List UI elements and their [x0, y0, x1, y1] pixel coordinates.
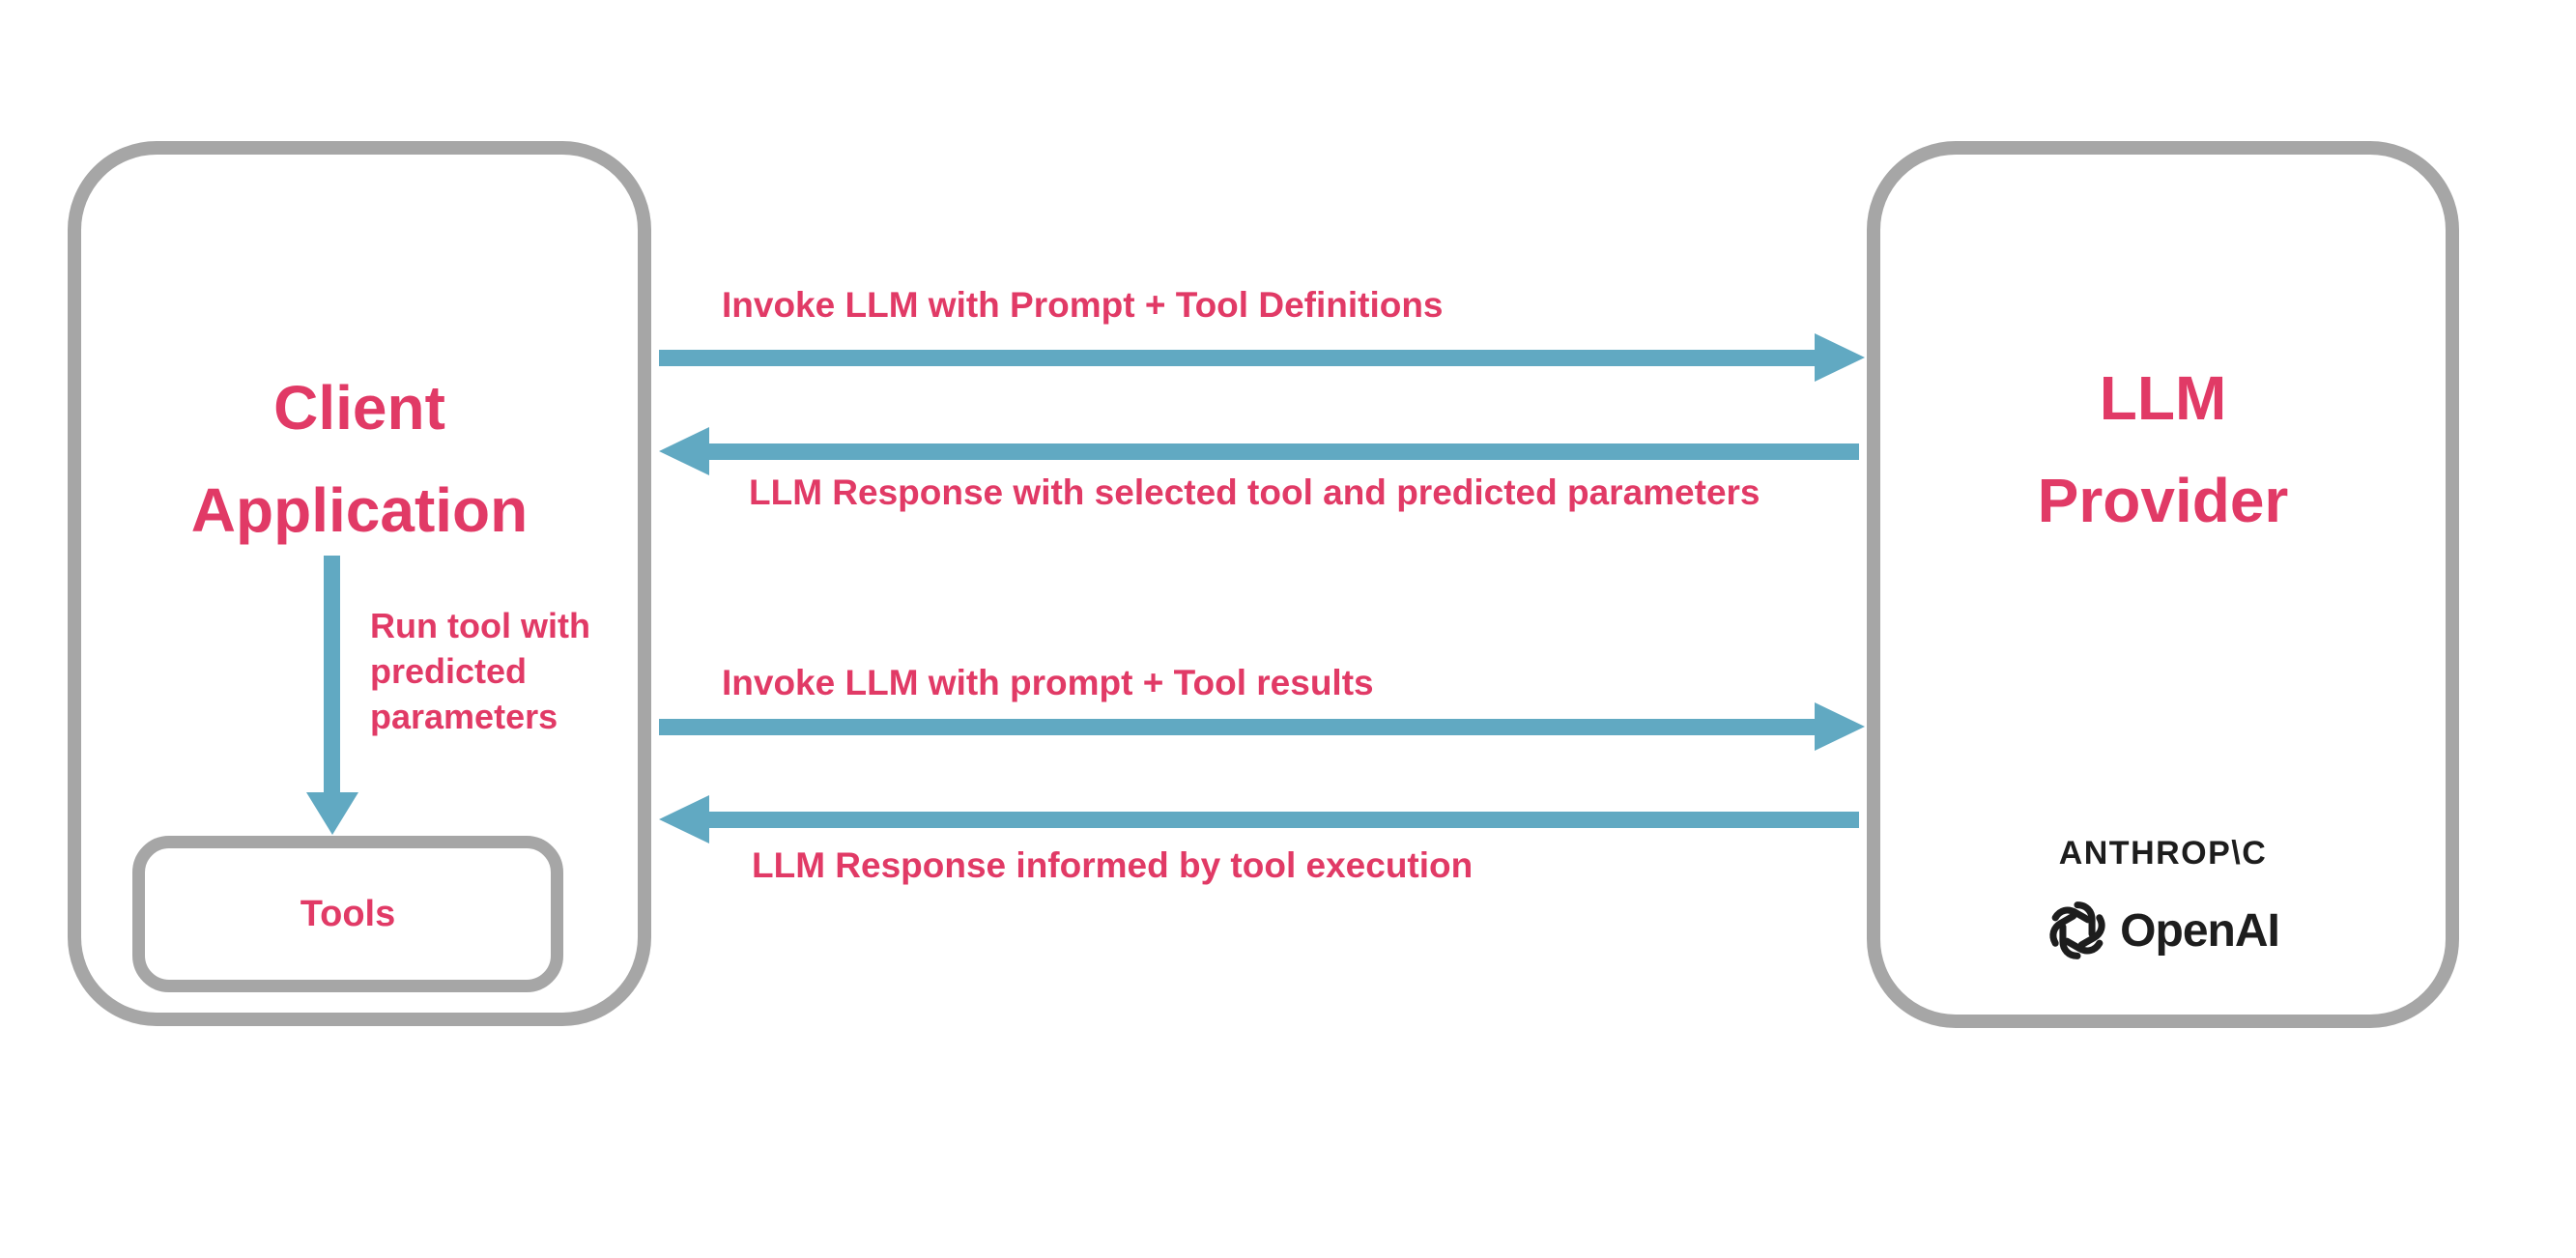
provider-logos: ANTHROP\C [1880, 835, 2446, 961]
flow-arrow-shaft [659, 719, 1815, 735]
arrow-down-icon [306, 792, 358, 835]
arrow-right-icon [1815, 702, 1865, 751]
tools-label: Tools [300, 893, 396, 934]
llm-provider-title: LLM Provider [2037, 363, 2289, 535]
client-application-title: Client Application [190, 373, 529, 545]
flow-label-response-execution: LLM Response informed by tool execution [752, 845, 1474, 885]
tools-box: Tools [132, 836, 563, 992]
flow-arrow-shaft [709, 443, 1859, 460]
openai-wordmark: OpenAI [2120, 904, 2280, 957]
client-application-box: Client Application Tools [68, 141, 651, 1026]
flow-label-invoke-definitions: Invoke LLM with Prompt + Tool Definition… [722, 285, 1444, 325]
flow-arrow-shaft [659, 350, 1815, 366]
openai-logo: OpenAI [2046, 900, 2280, 961]
flow-label-invoke-results: Invoke LLM with prompt + Tool results [722, 663, 1374, 702]
llm-provider-box: LLM Provider ANTHROP\C [1867, 141, 2459, 1028]
arrow-left-icon [659, 427, 709, 475]
openai-icon [2046, 900, 2108, 961]
anthropic-logo: ANTHROP\C [2058, 835, 2268, 872]
arrow-left-icon [659, 795, 709, 843]
arrow-right-icon [1815, 333, 1865, 382]
flow-arrow-shaft [709, 812, 1859, 828]
flow-label-response-parameters: LLM Response with selected tool and pred… [749, 472, 1760, 512]
run-tool-arrow-label: Run tool with predicted parameters [370, 606, 590, 736]
run-tool-arrow-shaft [324, 556, 340, 792]
